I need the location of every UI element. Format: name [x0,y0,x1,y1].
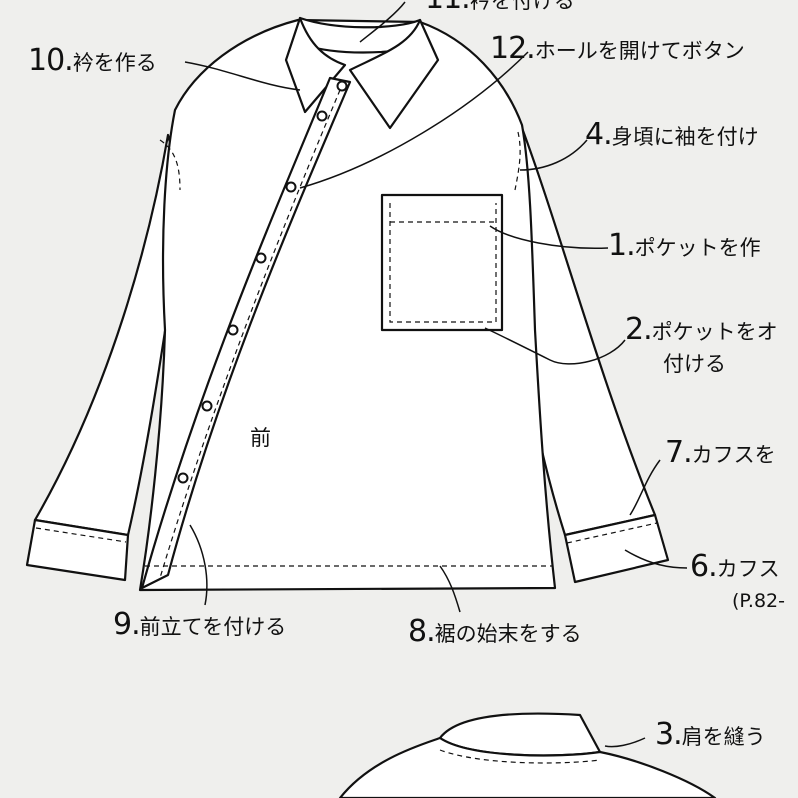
step-text: カフス [717,557,780,581]
step-number: 8. [408,614,435,649]
step-text: 衿を付ける [470,0,575,13]
step-label-9: 9.前立てを付ける [113,610,286,640]
step-label-2-line2: 付ける [663,354,726,375]
step-text: 身頃に袖を付け [612,125,759,149]
step-text: 衿を作る [73,51,157,75]
step-number: 3. [655,717,682,752]
step-number: 11. [425,0,470,16]
step-label-4: 4.身頃に袖を付け [585,120,759,150]
step-number: 1. [608,228,635,263]
step-label-8: 8.裾の始末をする [408,617,582,647]
button-2 [318,112,327,121]
front-label: 前 [250,428,271,449]
step-label-2: 2.ポケットをオ [625,315,778,345]
step-label-7: 7.カフスを [665,438,776,468]
step-number: 4. [585,117,612,152]
button-5 [229,326,238,335]
button-1 [338,82,347,91]
step-text: 前立てを付ける [140,615,287,639]
button-6 [203,402,212,411]
step-number: 12. [490,31,535,66]
step-text: 裾の始末をする [435,622,582,646]
step-number: 7. [665,435,692,470]
leader-3 [605,738,645,747]
step-text: カフスを [692,443,776,467]
step-number: 2. [625,312,652,347]
button-7 [179,474,188,483]
step-number: 10. [28,43,73,78]
step-label-6-line2: (P.82- [732,592,785,611]
button-4 [257,254,266,263]
step-number: 9. [113,607,140,642]
step-label-11: 11.衿を付ける [425,0,575,14]
step-text: ホールを開けてボタン [535,39,745,63]
chest-pocket [382,195,502,330]
step-text: ポケットをオ [652,320,778,344]
step-label-6: 6.カフス [690,552,780,582]
step-text: ポケットを作 [635,236,761,260]
step-label-3: 3.肩を縫う [655,720,766,750]
step-label-1: 1.ポケットを作 [608,231,761,261]
step-label-10: 10.衿を作る [28,46,157,76]
button-3 [287,183,296,192]
step-text: 肩を縫う [682,725,766,749]
step-label-12: 12.ホールを開けてボタン [490,34,745,64]
step-number: 6. [690,549,717,584]
